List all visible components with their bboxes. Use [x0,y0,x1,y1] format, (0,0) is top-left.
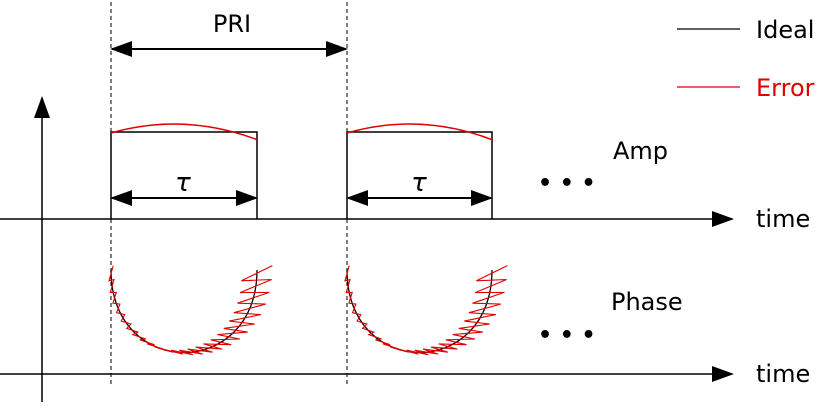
amp-pulse-error-2 [346,123,494,141]
phase-curve-error-2 [344,265,508,356]
time-axis-label-amp: time [756,205,810,233]
amp-label: Amp [613,137,668,165]
legend-error-label: Error [756,74,815,102]
tau-label-1: τ [175,168,191,198]
tau-label-2: τ [411,168,427,198]
amp-pulse-ideal-2 [346,131,493,219]
continuation-dots-phase: • • • [538,323,596,348]
phase-curve-error-1 [108,265,273,356]
phase-label: Phase [611,288,683,316]
time-axis-label-phase: time [756,360,810,388]
phase-curve-ideal-1 [110,269,258,354]
amp-pulse-error-1 [110,123,259,141]
continuation-dots-amp: • • • [538,171,596,196]
pri-label: PRI [213,10,251,38]
amp-pulse-ideal-1 [110,131,258,219]
phase-curve-ideal-2 [346,269,493,354]
legend-ideal-label: Ideal [756,16,814,44]
